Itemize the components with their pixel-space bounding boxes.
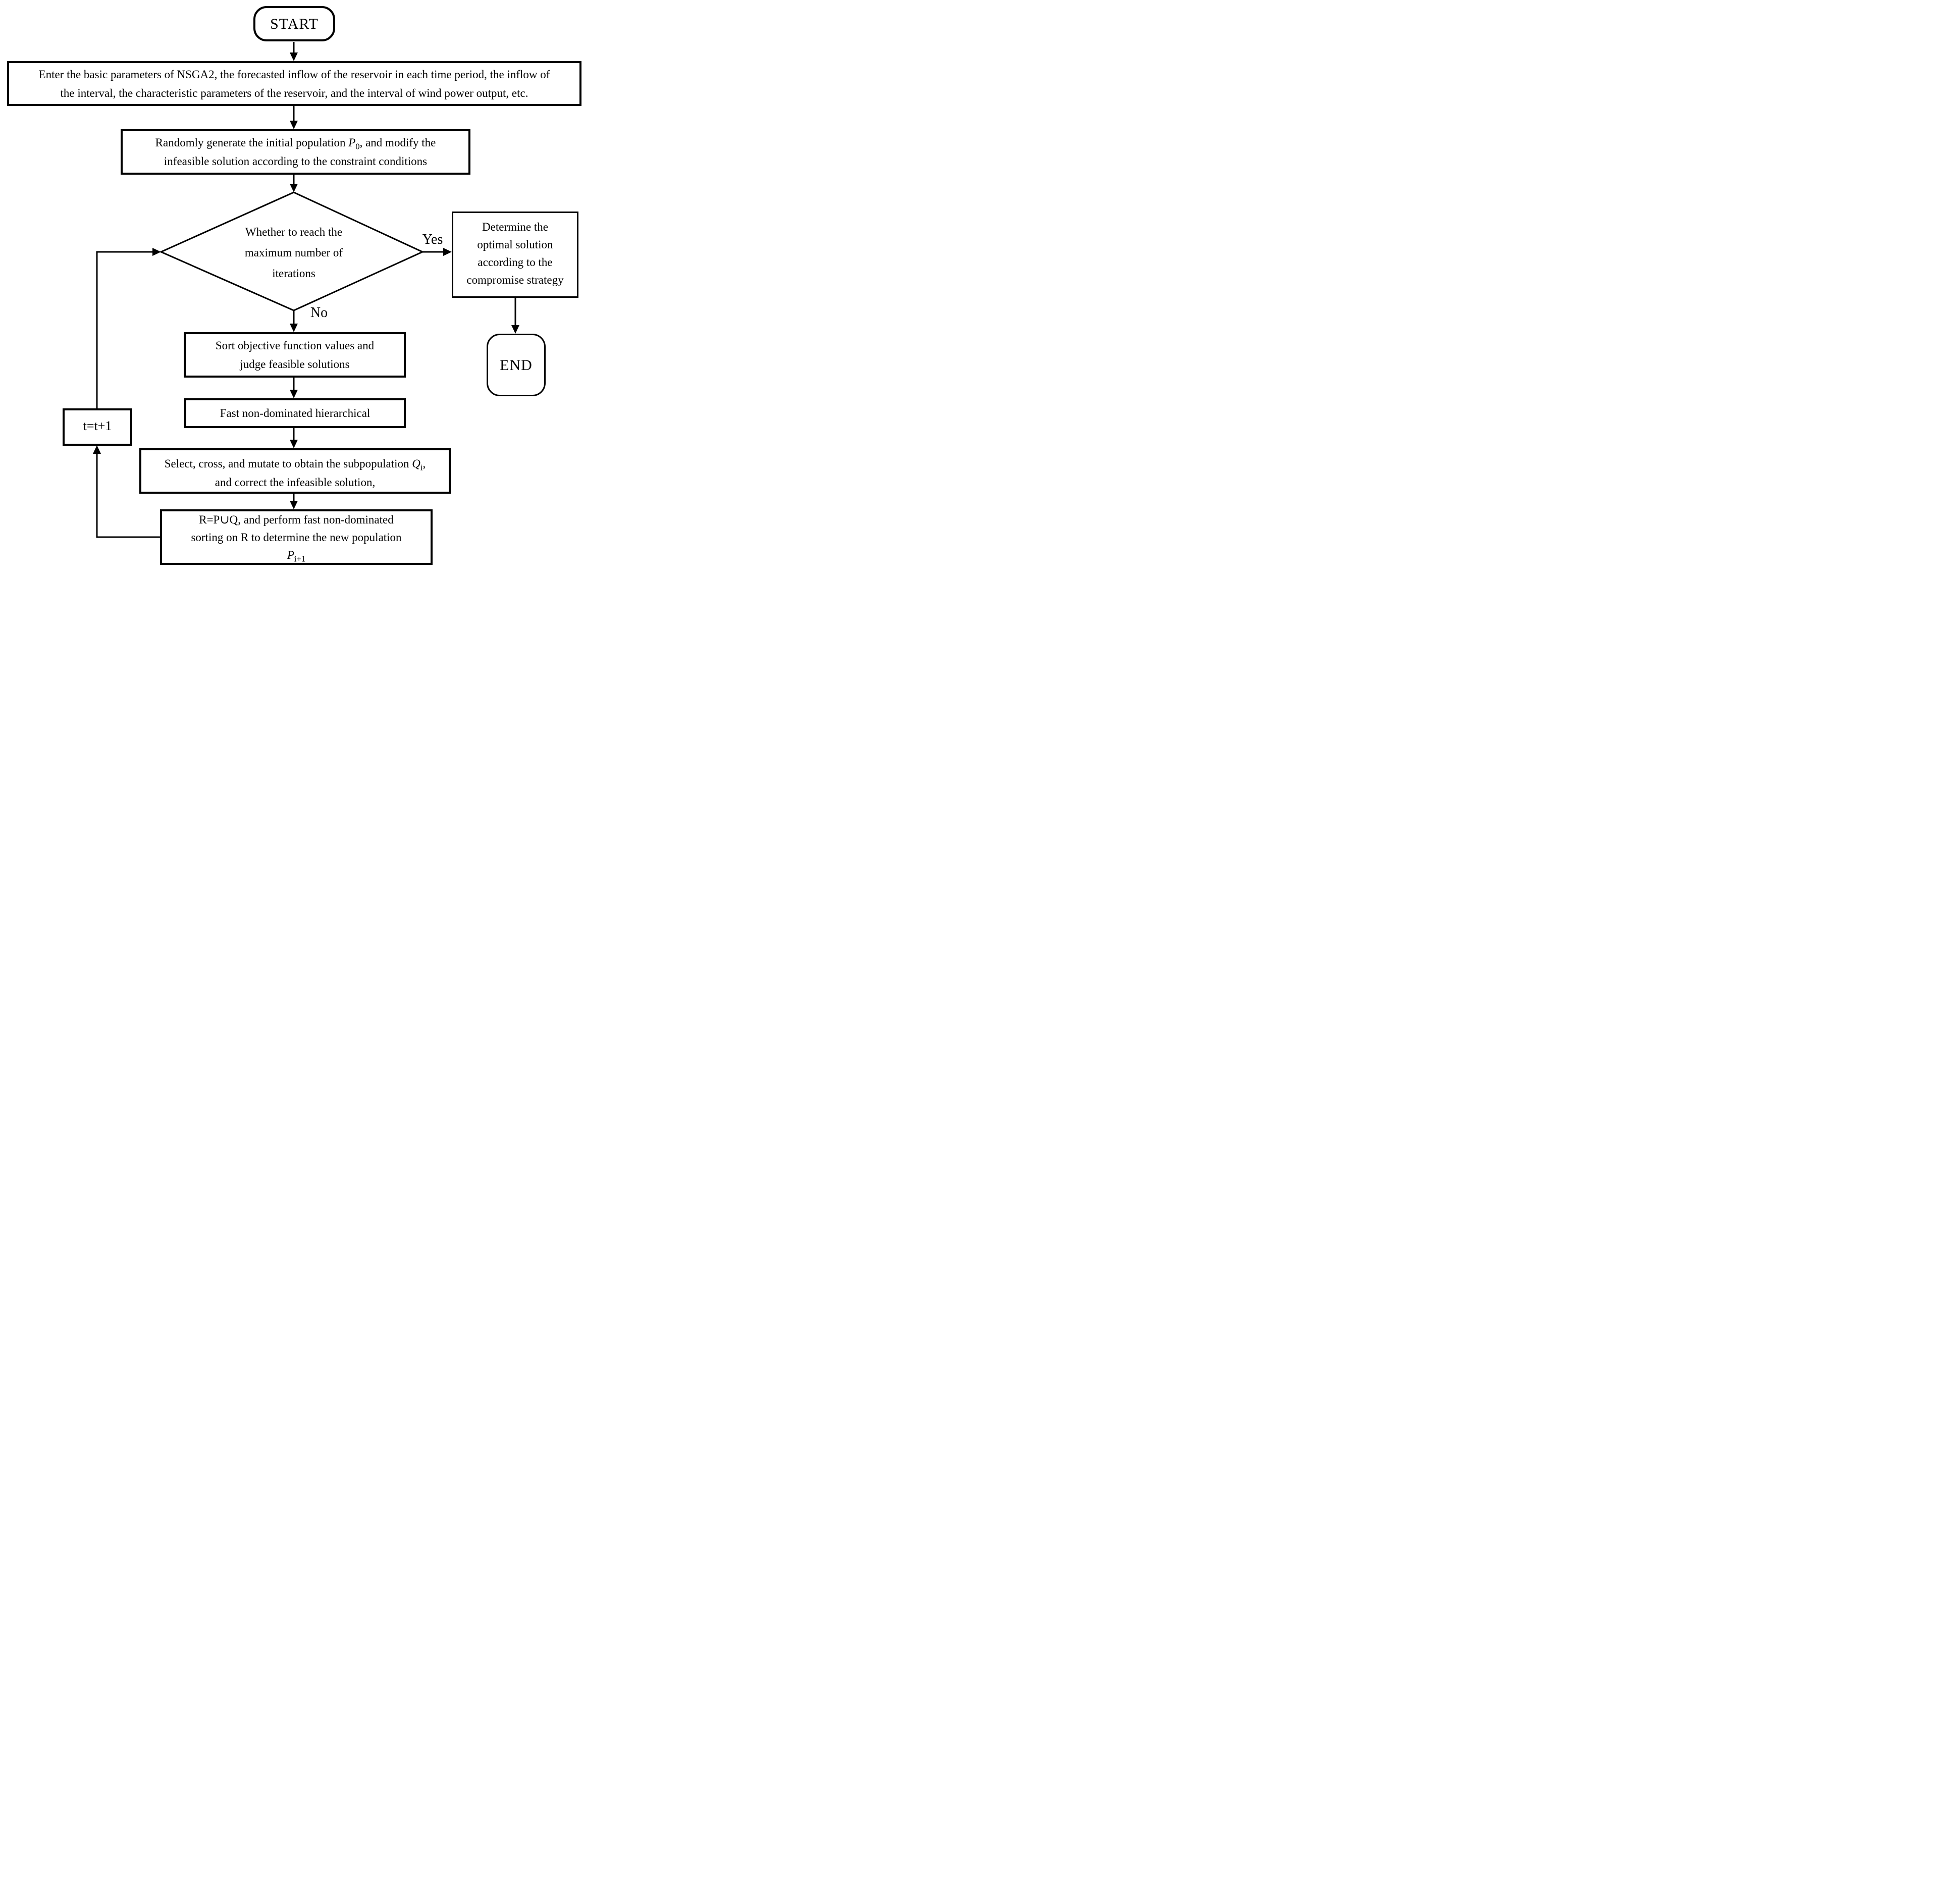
- arrowhead-input-to-init: [290, 121, 298, 129]
- edge-increment-to-decision: [96, 251, 153, 409]
- arrowhead-start-to-input: [290, 52, 298, 61]
- arrowhead-select-to-union: [290, 501, 298, 509]
- fast-nondominated-box: Fast non-dominated hierarchical: [184, 398, 406, 428]
- determine-optimal-box: Determine the optimal solution according…: [452, 212, 578, 298]
- input-line1: Enter the basic parameters of NSGA2, the…: [38, 68, 550, 81]
- connector-layer: [93, 42, 519, 538]
- generate-population-box: Randomly generate the initial population…: [121, 129, 470, 175]
- increment-counter-box: t=t+1: [63, 408, 132, 446]
- input-parameters-box: Enter the basic parameters of NSGA2, the…: [7, 61, 581, 106]
- determine-line2: optimal solution: [477, 238, 553, 251]
- arrowhead-sort-to-fast: [290, 390, 298, 398]
- yes-edge-label: Yes: [422, 232, 443, 247]
- edge-union-to-increment: [96, 453, 160, 538]
- end-label: END: [500, 356, 533, 374]
- arrowhead-decision-to-sort: [290, 324, 298, 332]
- union-line2: sorting on R to determine the new popula…: [191, 531, 402, 544]
- select-line1: Select, cross, and mutate to obtain the …: [164, 457, 426, 472]
- determine-line1: Determine the: [482, 221, 548, 233]
- increment-label: t=t+1: [83, 418, 112, 433]
- input-line2: the interval, the characteristic paramet…: [60, 86, 528, 99]
- select-var-q: Q: [412, 457, 420, 470]
- arrowhead-increment-to-decision: [152, 248, 161, 256]
- select-line2: and correct the infeasible solution,: [215, 476, 376, 489]
- sort-line1: Sort objective function values and: [215, 339, 375, 352]
- end-terminator: END: [487, 334, 546, 396]
- sort-line2: judge feasible solutions: [240, 358, 350, 371]
- init-line1: Randomly generate the initial population…: [155, 136, 436, 151]
- decision-diamond-shape: [159, 191, 425, 311]
- sort-objectives-box: Sort objective function values and judge…: [184, 332, 406, 378]
- decision-diamond-text: Whether to reach the maximum number of i…: [218, 221, 369, 284]
- select-cross-mutate-box: Select, cross, and mutate to obtain the …: [139, 448, 451, 494]
- decision-line1: Whether to reach the: [245, 225, 343, 238]
- decision-line2: maximum number of: [244, 246, 343, 259]
- select-sub-i: i: [420, 462, 423, 472]
- start-terminator: START: [253, 6, 335, 41]
- decision-line3: iterations: [272, 267, 315, 280]
- arrowhead-init-to-decision: [290, 184, 298, 192]
- union-line1: R=P∪Q, and perform fast non-dominated: [199, 513, 394, 526]
- arrowhead-fast-to-select: [290, 440, 298, 448]
- init-var-p: P: [348, 136, 356, 149]
- start-label: START: [270, 15, 319, 32]
- fast-label: Fast non-dominated hierarchical: [220, 407, 370, 419]
- init-sub-0: 0: [355, 141, 360, 151]
- union-sorting-box: R=P∪Q, and perform fast non-dominated so…: [160, 509, 433, 565]
- init-line2: infeasible solution according to the con…: [164, 155, 428, 168]
- union-line3: Pi+1: [287, 546, 305, 564]
- union-var-p: P: [287, 548, 294, 561]
- arrowhead-decision-to-determine: [443, 248, 452, 256]
- union-sub-i1: i+1: [294, 554, 306, 564]
- arrowhead-determine-to-end: [511, 325, 519, 334]
- determine-line4: compromise strategy: [466, 274, 564, 286]
- arrowhead-union-to-increment: [93, 445, 101, 454]
- flowchart: START Enter the basic parameters of NSGA…: [0, 0, 588, 568]
- no-edge-label: No: [310, 305, 328, 321]
- determine-line3: according to the: [478, 256, 553, 269]
